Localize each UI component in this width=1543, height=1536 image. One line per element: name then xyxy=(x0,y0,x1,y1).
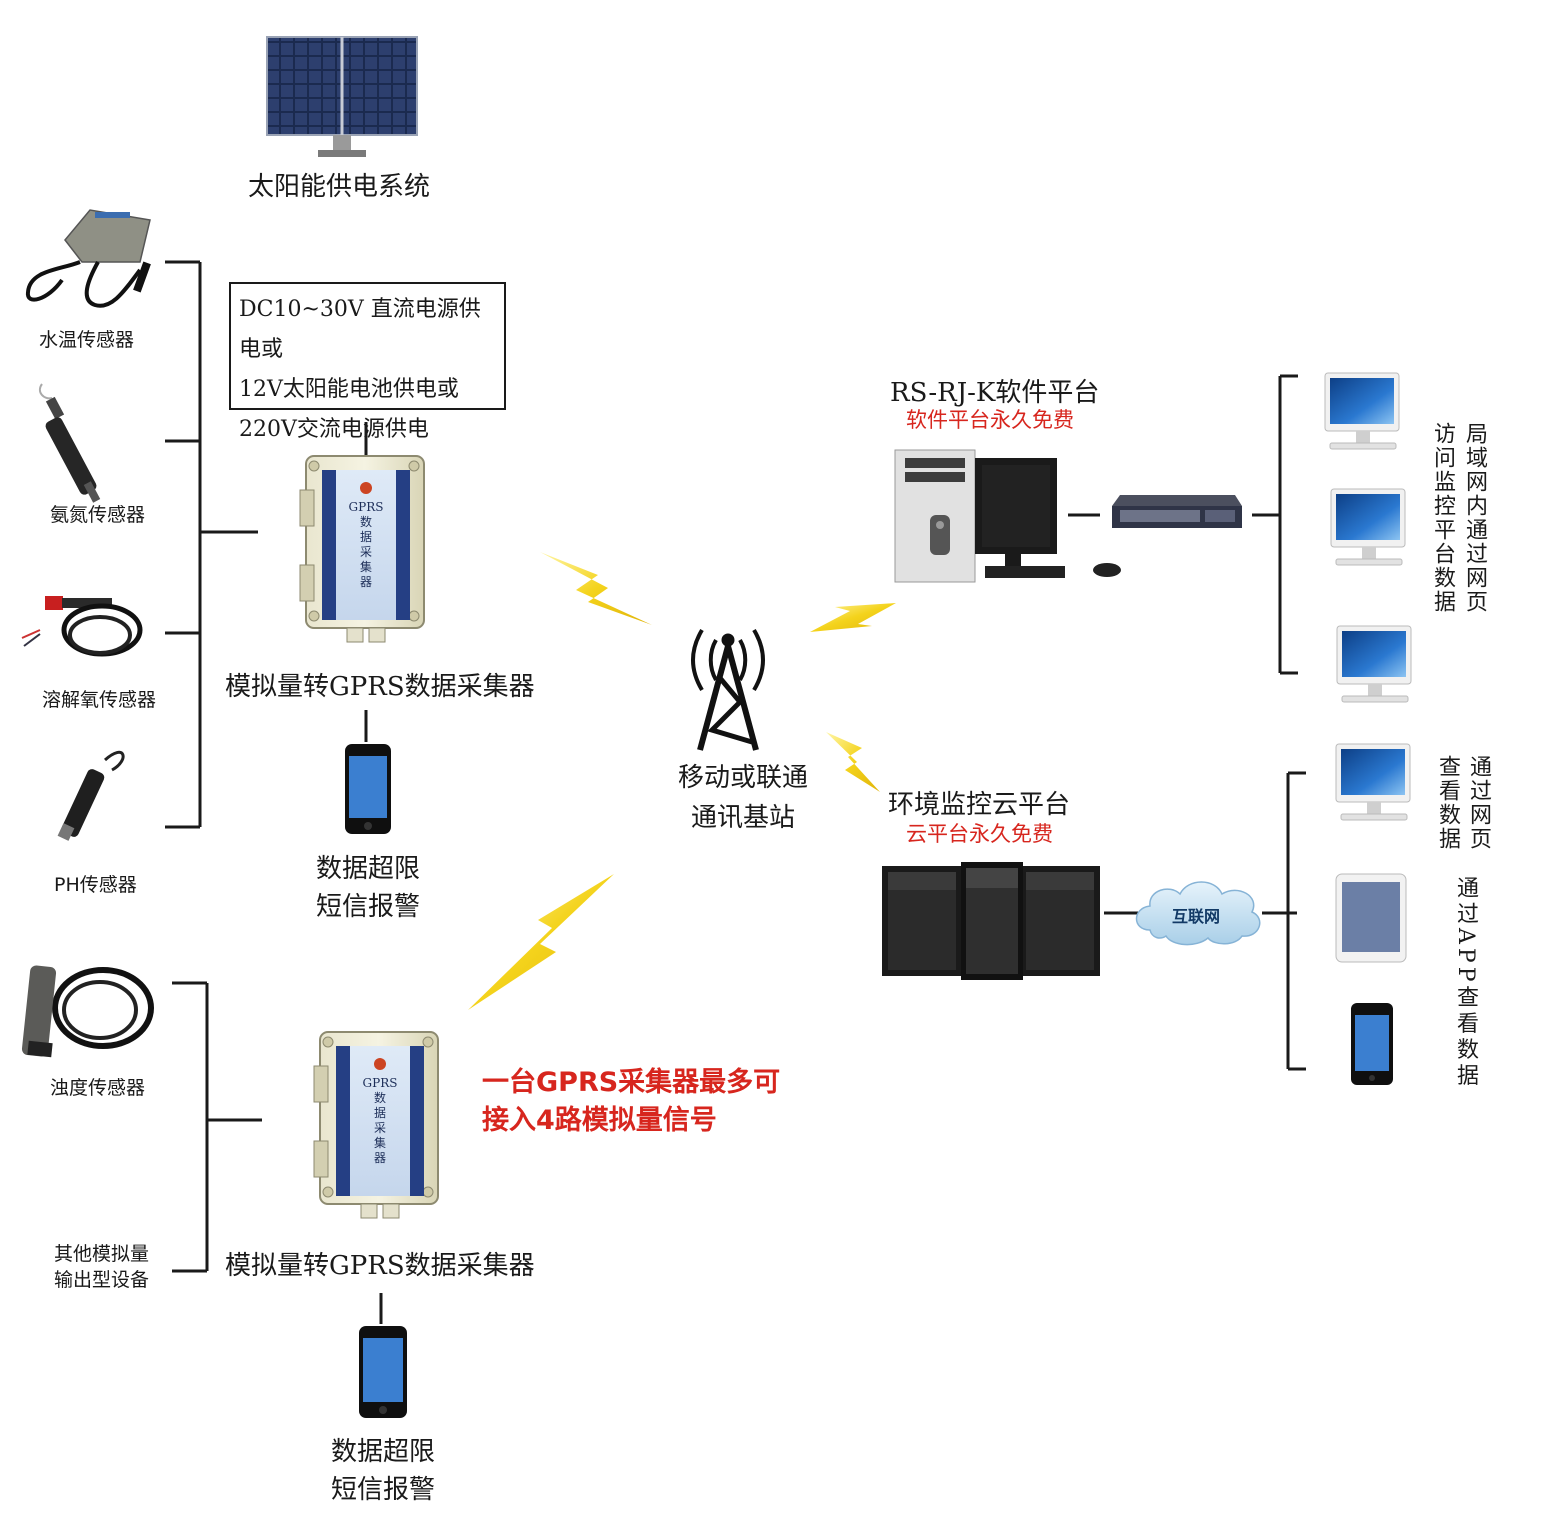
app-view-text: 通过APP查看数据 xyxy=(1453,876,1478,1090)
collector-2-device-text: GPRS 数 据 采 集 器 xyxy=(362,1076,398,1165)
sensor-turbidity-label: 浊度传感器 xyxy=(50,1077,146,1099)
sensor-dissolved-oxygen-label: 溶解氧传感器 xyxy=(42,689,157,711)
solar-panel-graphic xyxy=(266,36,418,157)
capacity-note-line-1: 一台GPRS采集器最多可 xyxy=(482,1067,781,1098)
water-temperature-sensor-graphic xyxy=(25,209,151,308)
ammonia-sensor-graphic xyxy=(38,383,101,503)
software-platform-subtitle: 软件平台永久免费 xyxy=(906,408,1074,432)
server-right-graphic xyxy=(1020,866,1100,976)
sms-alarm-1-line-1: 数据超限 xyxy=(315,854,420,884)
lan-connectors xyxy=(1068,374,1298,675)
device-connectors xyxy=(364,422,383,1324)
sms-alarm-1-label: 数据超限 短信报警 xyxy=(308,850,428,926)
sensor-water-temperature-label: 水温传感器 xyxy=(39,329,135,351)
cloud-icon xyxy=(1135,881,1261,946)
sensor-ammonia-label: 氨氮传感器 xyxy=(50,504,146,526)
tablet-app-graphic xyxy=(1335,873,1407,963)
solar-label: 太阳能供电系统 xyxy=(248,172,431,202)
phone-sms-1-graphic xyxy=(345,744,391,834)
collector-1-device-text: GPRS 数 据 采 集 器 xyxy=(348,500,384,589)
lightning-bolts xyxy=(468,552,896,1010)
lan-access-text-col-1: 局域网内通过网页 xyxy=(1462,422,1487,614)
sms-alarm-1-line-2: 短信报警 xyxy=(315,892,420,922)
sensor-bracket-2 xyxy=(172,981,262,1273)
sensor-other-analog-label: 其他模拟量 输出型设备 xyxy=(54,1243,150,1291)
power-supply-note: DC10~30V 直流电源供电或 12V太阳能电池供电或 220V交流电源供电 xyxy=(229,282,506,442)
tower-label-line-2: 通讯基站 xyxy=(690,803,795,833)
phone-app-graphic xyxy=(1351,1003,1393,1085)
tower-label: 移动或联通 通讯基站 xyxy=(655,758,831,838)
tower-label-line-1: 移动或联通 xyxy=(677,763,808,793)
monitor-lan-2-graphic xyxy=(1330,488,1406,566)
sensor-ph-label: PH传感器 xyxy=(54,874,137,896)
phone-sms-2-graphic xyxy=(359,1326,407,1418)
turbidity-sensor-graphic xyxy=(21,965,154,1058)
gprs-collector-1-graphic xyxy=(299,455,425,643)
sensor-bracket-1 xyxy=(165,260,258,829)
collector-2-label: 模拟量转GPRS数据采集器 xyxy=(225,1251,535,1281)
lan-access-text-col-2: 访问监控平台数据 xyxy=(1430,422,1455,614)
capacity-note: 一台GPRS采集器最多可 接入4路模拟量信号 xyxy=(482,1064,780,1140)
collector-1-label: 模拟量转GPRS数据采集器 xyxy=(225,672,535,702)
tower-graphic xyxy=(691,628,765,751)
sms-alarm-2-line-1: 数据超限 xyxy=(330,1437,435,1467)
power-note-line-1: DC10~30V 直流电源供电或 xyxy=(239,297,481,362)
internet-connectors xyxy=(1104,771,1306,1071)
power-note-line-3: 220V交流电源供电 xyxy=(239,417,429,442)
server-center-graphic xyxy=(961,862,1023,980)
web-view-text-col-1: 通过网页 xyxy=(1466,755,1491,851)
ph-sensor-graphic xyxy=(57,750,125,841)
capacity-note-line-2: 接入4路模拟量信号 xyxy=(482,1105,717,1136)
server-left-graphic xyxy=(882,866,962,976)
monitor-lan-3-graphic xyxy=(1336,625,1412,703)
gprs-collector-2-graphic xyxy=(313,1031,439,1219)
monitor-lan-1-graphic xyxy=(1324,372,1400,450)
web-view-text-col-2: 查看数据 xyxy=(1435,755,1460,851)
internet-label: 互联网 xyxy=(1172,907,1221,926)
cloud-platform-title: 环境监控云平台 xyxy=(888,790,1071,820)
power-note-line-2: 12V太阳能电池供电或 xyxy=(239,377,459,402)
pc-monitor-graphic xyxy=(975,458,1121,578)
software-platform-title: RS-RJ-K软件平台 xyxy=(890,378,1100,408)
network-switch-graphic xyxy=(1112,495,1242,528)
monitor-web-graphic xyxy=(1335,743,1411,821)
cloud-platform-subtitle: 云平台永久免费 xyxy=(906,822,1053,846)
sms-alarm-2-label: 数据超限 短信报警 xyxy=(323,1433,443,1509)
dissolved-oxygen-sensor-graphic xyxy=(21,596,143,657)
sms-alarm-2-line-2: 短信报警 xyxy=(330,1475,435,1505)
pc-tower-graphic xyxy=(894,449,976,583)
